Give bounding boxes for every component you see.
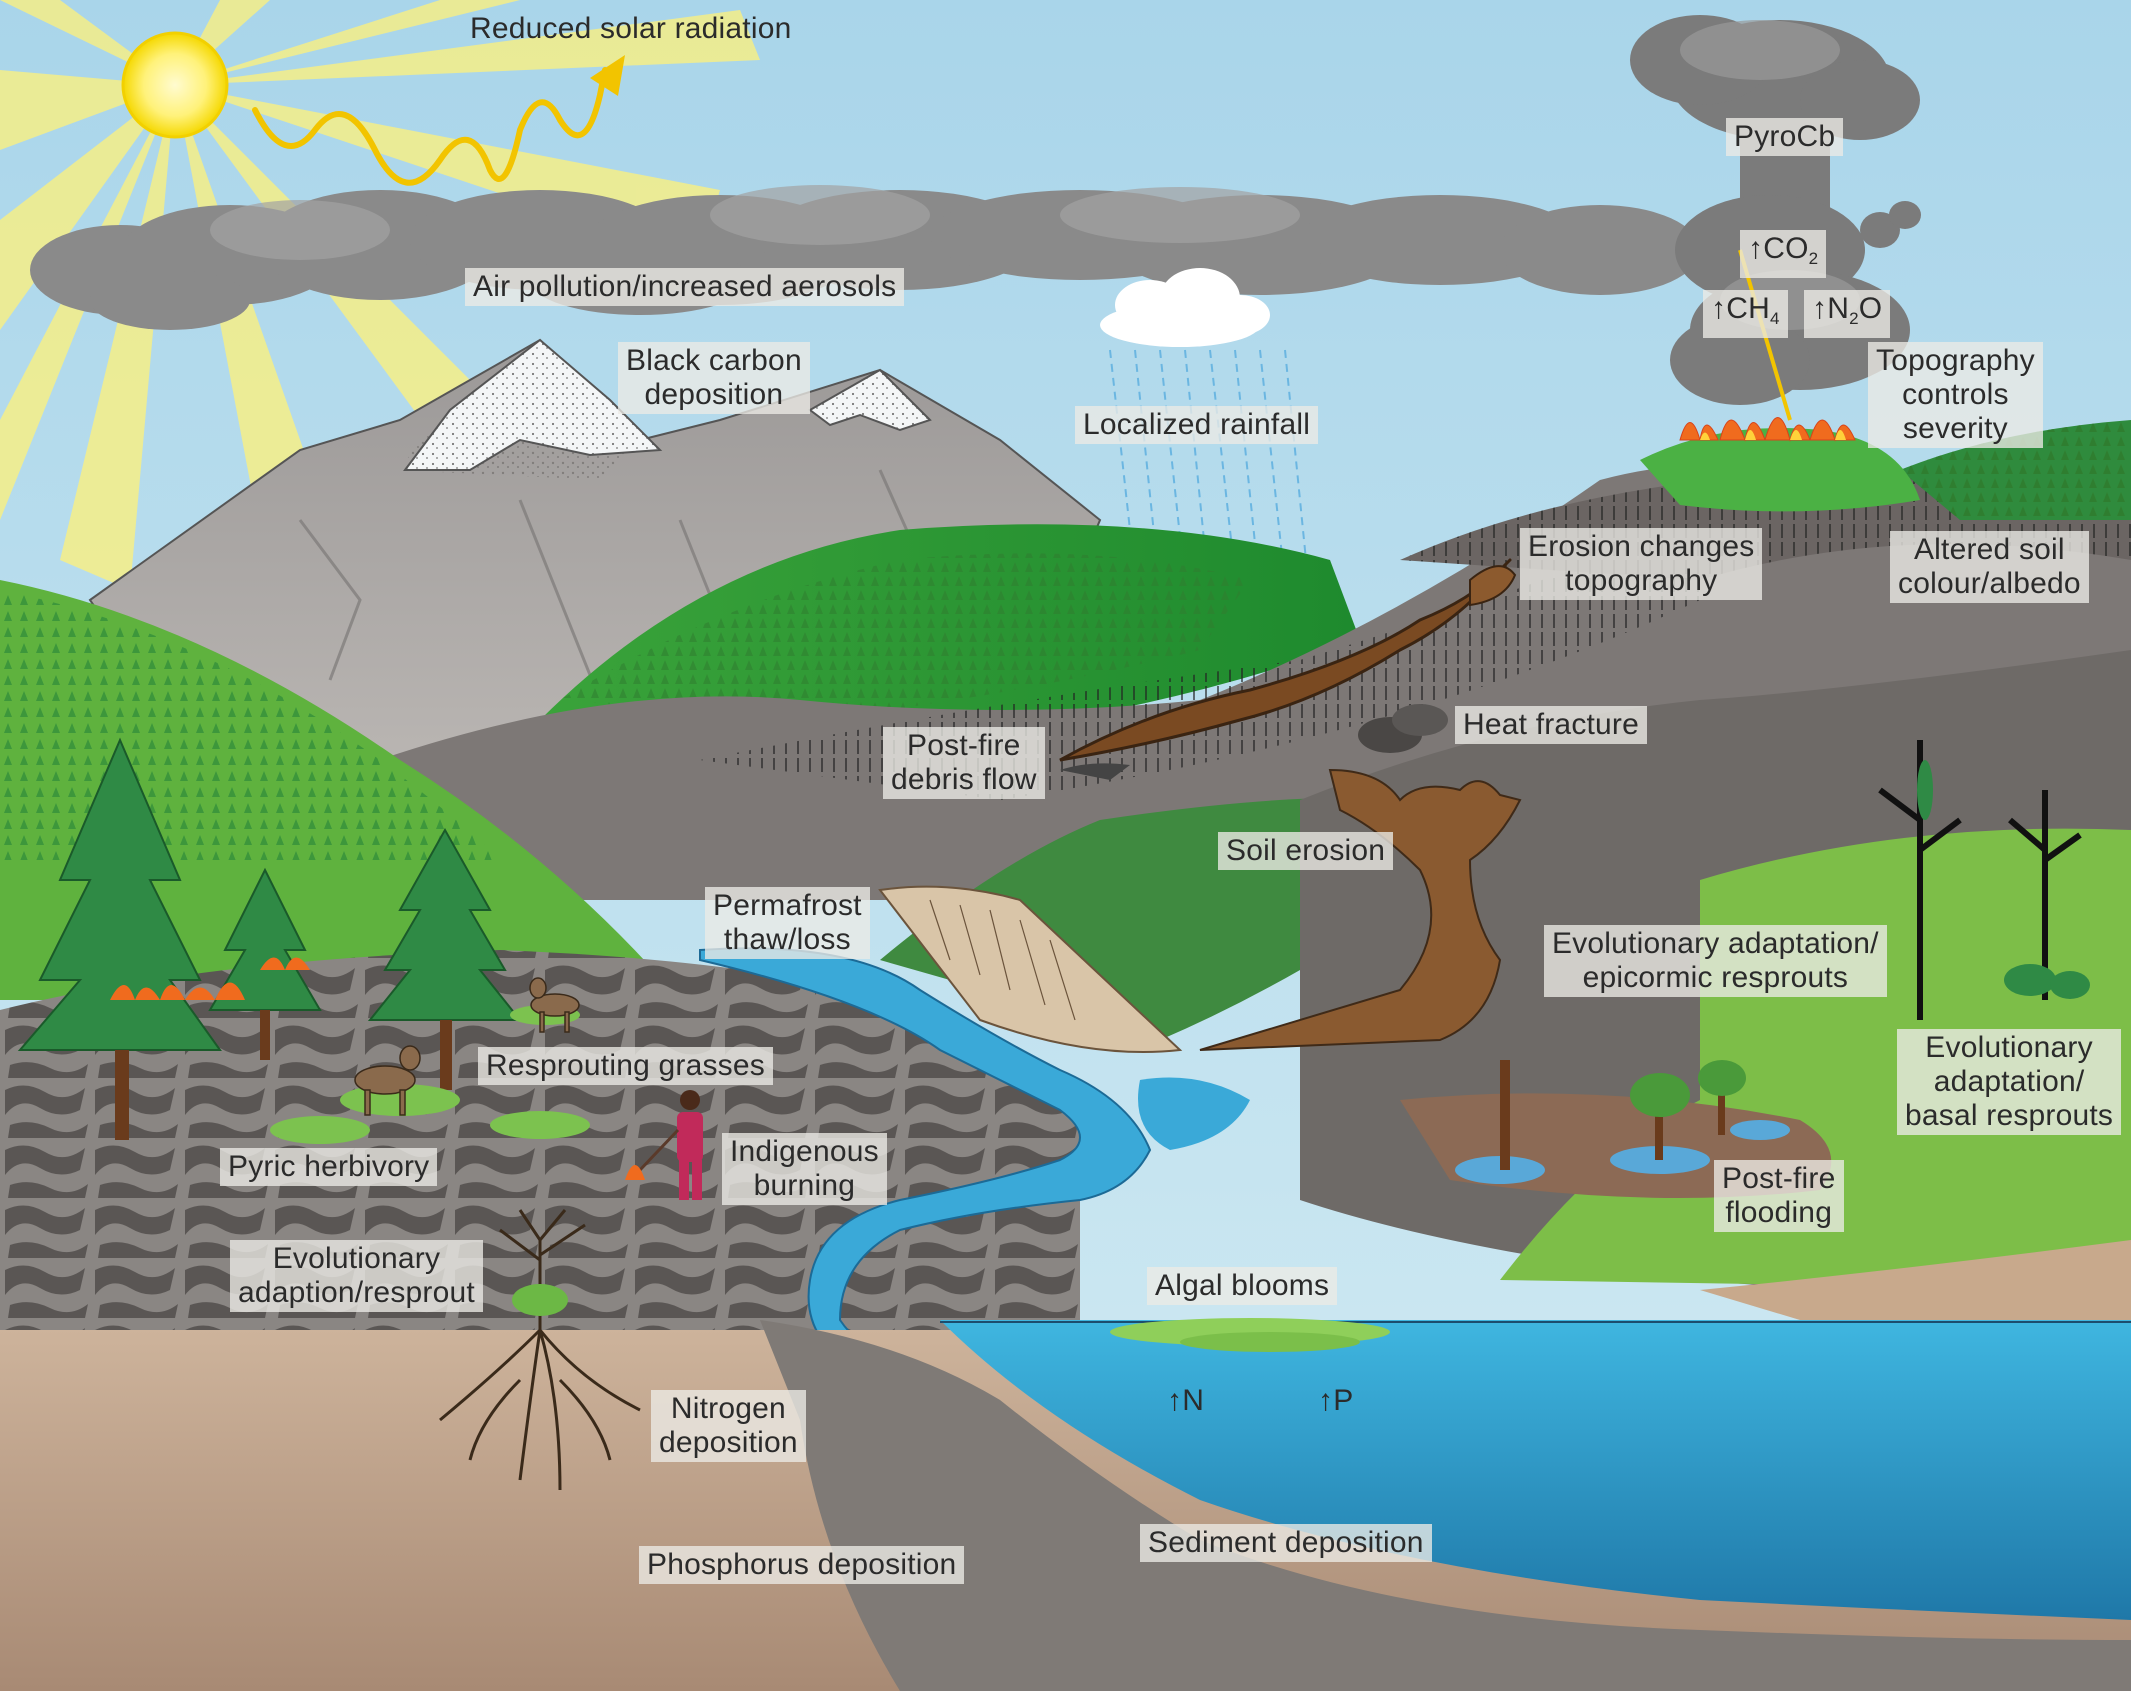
topography-controls-label: Topography controls severity (1868, 342, 2043, 448)
basal-line-3: basal resprouts (1905, 1099, 2114, 1132)
localized-rainfall-label: Localized rainfall (1075, 406, 1319, 444)
n2o-suffix: O (1858, 292, 1883, 325)
n2o-text: ↑N2O (1812, 292, 1883, 328)
co2-subscript: 2 (1808, 249, 1819, 268)
resprout-label: Evolutionary adaption/resprout (230, 1240, 483, 1312)
reduced-solar-radiation-label: Reduced solar radiation (470, 12, 792, 45)
epicormic-line-2: epicormic resprouts (1582, 961, 1849, 994)
permafrost-line-2: thaw/loss (723, 923, 851, 956)
debris-flow-label: Post-fire debris flow (883, 727, 1045, 799)
indigenous-burning-label: Indigenous burning (722, 1133, 887, 1205)
basal-line-2: adaptation/ (1933, 1065, 2085, 1098)
black-carbon-label: Black carbon deposition (618, 342, 810, 414)
altered-soil-line-2: colour/albedo (1898, 567, 2081, 600)
aerosols-label: Air pollution/increased aerosols (465, 268, 905, 306)
ch4-text: ↑CH4 (1711, 292, 1780, 328)
nitrogen-line-2: deposition (659, 1426, 798, 1459)
resprouting-grasses-label: Resprouting grasses (478, 1047, 773, 1085)
co2-prefix: ↑CO (1748, 232, 1809, 265)
indigenous-line-1: Indigenous (730, 1135, 879, 1168)
debris-flow-line-1: Post-fire (907, 729, 1021, 762)
altered-soil-label: Altered soil colour/albedo (1890, 531, 2089, 603)
nitrogen-line-1: Nitrogen (670, 1392, 786, 1425)
ch4-subscript: 4 (1769, 309, 1780, 328)
epicormic-resprouts-label: Evolutionary adaptation/ epicormic respr… (1544, 925, 1887, 997)
topography-controls-line-1: Topography (1876, 344, 2035, 377)
debris-flow-line-2: debris flow (891, 763, 1037, 796)
indigenous-line-2: burning (753, 1169, 856, 1202)
pyrocb-label: PyroCb (1726, 118, 1844, 156)
soil-erosion-label: Soil erosion (1218, 832, 1394, 870)
n2o-prefix: ↑N (1812, 292, 1850, 325)
co2-text: ↑CO2 (1748, 232, 1819, 268)
basal-line-1: Evolutionary (1925, 1031, 2093, 1064)
resprout-line-1: Evolutionary (272, 1242, 441, 1275)
sediment-deposition-label: Sediment deposition (1140, 1524, 1432, 1562)
algal-blooms-label: Algal blooms (1147, 1267, 1338, 1305)
nitrogen-increase-label: ↑N (1167, 1384, 1205, 1417)
erosion-topography-label: Erosion changes topography (1520, 528, 1763, 600)
epicormic-line-1: Evolutionary adaptation/ (1552, 927, 1879, 960)
nitrogen-deposition-label: Nitrogen deposition (651, 1390, 806, 1462)
erosion-topography-line-2: topography (1565, 564, 1718, 597)
permafrost-label: Permafrost thaw/loss (705, 887, 870, 959)
post-fire-flooding-line-2: flooding (1725, 1196, 1833, 1229)
n2o-label: ↑N2O (1804, 290, 1891, 338)
post-fire-flooding-label: Post-fire flooding (1714, 1160, 1844, 1232)
black-carbon-line-1: Black carbon (626, 344, 802, 377)
post-fire-flooding-line-1: Post-fire (1722, 1162, 1836, 1195)
black-carbon-line-2: deposition (644, 378, 784, 411)
erosion-topography-line-1: Erosion changes (1528, 530, 1755, 563)
co2-label: ↑CO2 (1740, 230, 1827, 278)
resprout-line-2: adaption/resprout (238, 1276, 475, 1309)
phosphorus-increase-label: ↑P (1318, 1384, 1354, 1417)
topography-controls-line-2: controls (1902, 378, 2009, 411)
altered-soil-line-1: Altered soil (1913, 533, 2065, 566)
heat-fracture-label: Heat fracture (1455, 706, 1648, 744)
topography-controls-line-3: severity (1902, 412, 2008, 445)
basal-resprouts-label: Evolutionary adaptation/ basal resprouts (1897, 1029, 2122, 1135)
n2o-subscript: 2 (1849, 309, 1859, 328)
pyric-herbivory-label: Pyric herbivory (220, 1148, 438, 1186)
phosphorus-deposition-label: Phosphorus deposition (639, 1546, 965, 1584)
permafrost-line-1: Permafrost (713, 889, 862, 922)
ch4-label: ↑CH4 (1703, 290, 1788, 338)
ch4-prefix: ↑CH (1711, 292, 1770, 325)
